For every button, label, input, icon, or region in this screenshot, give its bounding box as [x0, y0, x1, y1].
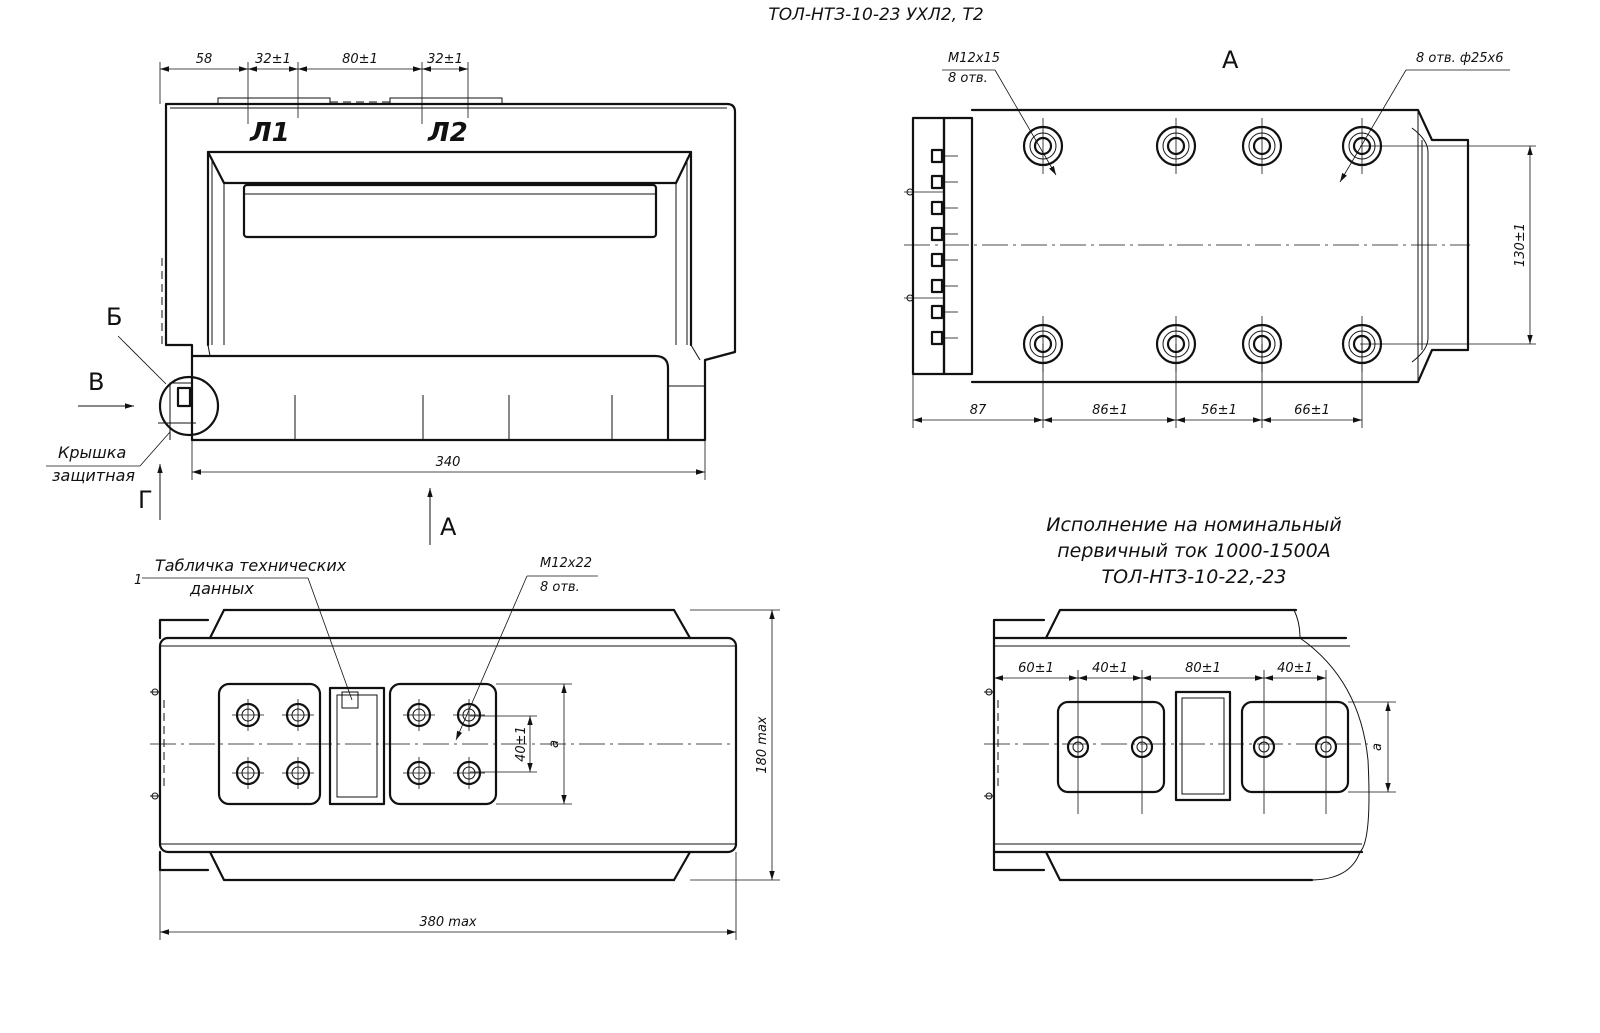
threaded-hole	[453, 699, 485, 731]
top-thread-label: М12х15	[948, 51, 1000, 66]
secondary-terminal	[930, 304, 958, 320]
variant-note-2: первичный ток 1000-1500А	[1057, 540, 1331, 562]
bottom-dim-380: 380 max	[419, 915, 477, 930]
threaded-hole	[453, 757, 485, 789]
stud-hole	[1155, 118, 1197, 174]
top-dim-130: 130±1	[1513, 223, 1528, 267]
cover-label-2: защитная	[52, 466, 135, 485]
front-dim-58: 58	[196, 52, 213, 67]
view-v-label: В	[88, 368, 104, 396]
secondary-terminal	[930, 174, 958, 190]
threaded-hole	[403, 699, 435, 731]
terminal-l2-label: Л2	[427, 118, 468, 148]
bottom-dim-40: 40±1	[514, 726, 529, 762]
bottom-dim-180: 180 max	[755, 716, 770, 774]
plate-leader-number: 1	[134, 573, 142, 588]
variant-view: Исполнение на номинальный первичный ток …	[984, 514, 1396, 882]
secondary-terminal	[930, 226, 958, 242]
bottom-thread-label: М12х22	[540, 556, 592, 571]
threaded-hole	[282, 699, 314, 731]
front-dim-340: 340	[436, 455, 461, 470]
variant-note-3: ТОЛ-НТЗ-10-22,-23	[1102, 566, 1287, 588]
bottom-view: 1 Табличка технических данных М12х22 8 о…	[134, 556, 780, 940]
stud-hole	[1241, 118, 1283, 174]
threaded-hole	[232, 757, 264, 789]
top-dim-56: 56±1	[1201, 403, 1237, 418]
secondary-terminal	[930, 148, 958, 164]
view-a-label: А	[440, 513, 457, 541]
top-thread-count: 8 отв.	[948, 71, 988, 86]
bottom-dim-a: а	[547, 740, 562, 748]
secondary-terminal	[930, 278, 958, 294]
variant-dim-60: 60±1	[1018, 661, 1054, 676]
variant-dim-40-right: 40±1	[1277, 661, 1313, 676]
secondary-terminal	[930, 200, 958, 216]
cover-label-1: Крышка	[58, 443, 126, 462]
terminal-l1-label: Л1	[249, 118, 290, 148]
top-view-a: А М12х15 8 отв. 8 отв. ф25х6 130±1	[904, 46, 1536, 428]
secondary-terminal	[930, 330, 958, 346]
top-dim-86: 86±1	[1092, 403, 1128, 418]
front-view: 58 32±1 80±1 32±1 Л1 Л2 340 Б В Крышка з…	[46, 52, 737, 545]
variant-dim-a: а	[1370, 743, 1385, 751]
variant-note-1: Исполнение на номинальный	[1046, 514, 1341, 536]
top-holes-label: 8 отв. ф25х6	[1416, 51, 1503, 66]
threaded-hole	[282, 757, 314, 789]
secondary-terminal	[930, 252, 958, 268]
view-g-label: Г	[138, 486, 153, 514]
bottom-thread-count: 8 отв.	[540, 580, 580, 595]
view-a-title: А	[1222, 46, 1239, 74]
front-dim-32-right: 32±1	[427, 52, 463, 67]
top-dim-87: 87	[970, 403, 987, 418]
variant-dim-80: 80±1	[1185, 661, 1221, 676]
front-dim-80: 80±1	[342, 52, 378, 67]
variant-dim-40-left: 40±1	[1092, 661, 1128, 676]
view-b-label: Б	[106, 303, 122, 331]
plate-label-2: данных	[189, 579, 254, 598]
front-dim-32-left: 32±1	[255, 52, 291, 67]
threaded-hole	[232, 699, 264, 731]
stud-hole	[1022, 118, 1064, 174]
threaded-hole	[403, 757, 435, 789]
plate-label-1: Табличка технических	[155, 556, 347, 575]
top-dim-66: 66±1	[1294, 403, 1330, 418]
drawing-title: ТОЛ-НТЗ-10-23 УХЛ2, Т2	[768, 5, 983, 25]
